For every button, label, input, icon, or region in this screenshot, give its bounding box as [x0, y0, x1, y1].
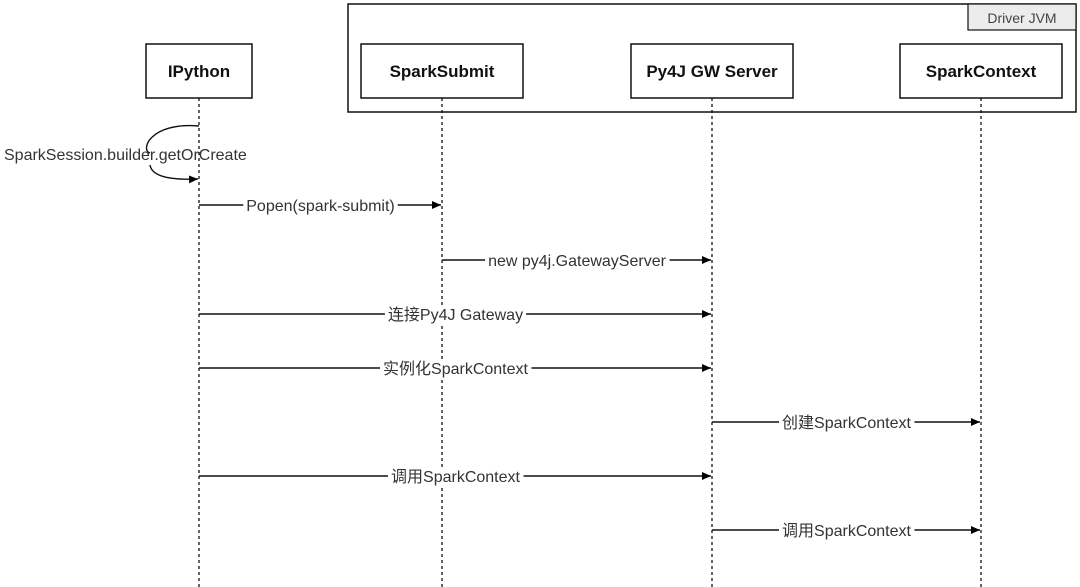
- message-label-background: [388, 467, 524, 487]
- message-3: new py4j.GatewayServer: [442, 252, 711, 271]
- message-1: SparkSession.builder.getOrCreate: [4, 125, 247, 184]
- message-label: 实例化SparkContext: [383, 360, 528, 378]
- message-5: 实例化SparkContext: [199, 359, 711, 379]
- message-label: new py4j.GatewayServer: [488, 253, 667, 270]
- driver-jvm-label: Driver JVM: [987, 10, 1056, 26]
- message-label: SparkSession.builder.getOrCreate: [4, 147, 247, 164]
- message-label: Popen(spark-submit): [246, 198, 395, 215]
- actor-label: Py4J GW Server: [646, 62, 778, 81]
- actor-label: SparkContext: [926, 62, 1037, 81]
- actor-label: SparkSubmit: [390, 62, 495, 81]
- message-label-background: [243, 197, 398, 216]
- message-label-background: [779, 413, 915, 433]
- actor-box: [630, 43, 794, 99]
- self-message-curve-top: [145, 125, 200, 154]
- message-8: 调用SparkContext: [712, 521, 980, 541]
- actor-sparksubmit: SparkSubmit: [360, 43, 524, 99]
- message-label-background: [779, 521, 915, 541]
- self-message-curve-bottom: [149, 164, 199, 184]
- message-label: 调用SparkContext: [782, 522, 911, 540]
- message-label: 创建SparkContext: [782, 414, 911, 432]
- message-2: Popen(spark-submit): [199, 197, 441, 216]
- actor-sparkcontext: SparkContext: [899, 43, 1063, 99]
- message-label: 连接Py4J Gateway: [388, 306, 523, 324]
- message-label-background: [380, 359, 532, 379]
- message-6: 创建SparkContext: [712, 413, 980, 433]
- actor-box: [899, 43, 1063, 99]
- actor-box: [145, 43, 253, 99]
- message-7: 调用SparkContext: [199, 467, 711, 487]
- actor-py4j: Py4J GW Server: [630, 43, 794, 99]
- message-label-background: [384, 305, 527, 325]
- actor-label: IPython: [168, 62, 230, 81]
- message-4: 连接Py4J Gateway: [199, 305, 711, 325]
- message-label: 调用SparkContext: [391, 468, 520, 486]
- actor-box: [360, 43, 524, 99]
- message-label-background: [485, 252, 670, 271]
- actor-ipython: IPython: [145, 43, 253, 99]
